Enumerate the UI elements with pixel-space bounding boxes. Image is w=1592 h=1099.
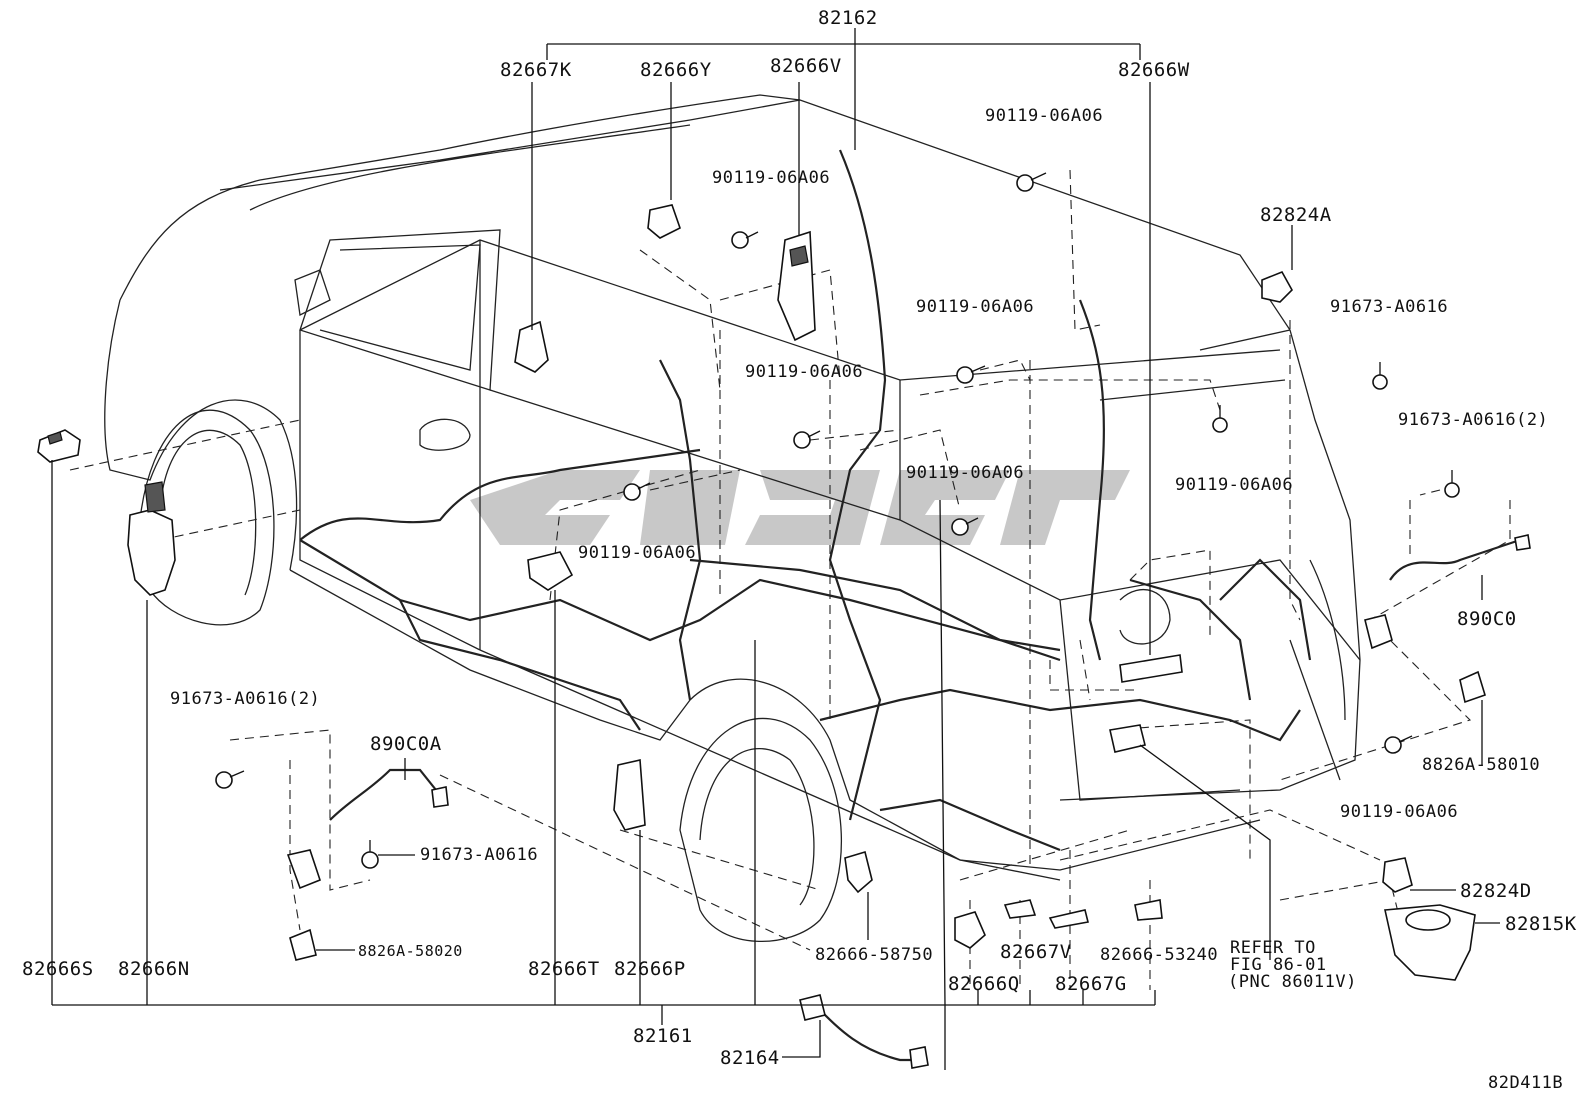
bolt-icon [623,482,651,501]
bracket-8826A-58020 [289,928,317,961]
bolt-icon [956,365,986,384]
connector-82666Q [954,911,986,949]
part-label: 82667K [500,59,572,81]
wire-harness-runs [299,149,1521,1062]
vehicle-body-outline [104,94,1361,943]
part-label: 90119-06A06 [712,168,830,188]
component-parts [37,204,1531,1069]
bracket-82666V [777,230,816,342]
screw-icon [215,770,245,789]
bolt-icon [731,231,759,249]
screw-icon [1444,470,1460,498]
harness-890C0 [1364,534,1531,650]
part-label: 82666-58750 [815,945,933,965]
watermark-logo [470,470,1130,545]
bracket-82666N [127,481,176,596]
module-82666W [1119,654,1183,683]
part-label: 8826A-58020 [358,942,463,960]
part-label: 90119-06A06 [745,362,863,382]
clip-82824A [1261,270,1293,303]
part-label: 82667G [1055,973,1127,995]
bracket-8826A-58010 [1459,670,1486,704]
screw-icon [361,840,379,869]
part-label: 82666W [1118,59,1190,81]
clip-82667K [514,320,549,373]
bolt-icon [1212,405,1228,433]
part-label: 90119-06A06 [985,106,1103,126]
part-label: 90119-06A06 [1175,475,1293,495]
part-label: 82161 [633,1025,693,1047]
part-label: 82815K [1505,913,1577,935]
clip-82667G [1048,909,1089,929]
part-label: 91673-A0616 [420,845,538,865]
part-label: 82667V [1000,941,1072,963]
bolt-icon [1384,735,1413,754]
harness-82164 [799,994,929,1069]
part-label: 82666-53240 [1100,945,1218,965]
relay-82666P [613,759,646,831]
part-label: 82666Q [948,973,1020,995]
part-label: 90119-06A06 [578,543,696,563]
harness-890C0A [286,786,449,890]
part-label: 82666Y [640,59,712,81]
part-label: 890C0A [370,733,442,755]
part-label: 82162 [818,7,878,29]
part-label: 90119-06A06 [1340,802,1458,822]
part-label: 91673-A0616 [1330,297,1448,317]
part-label: 90119-06A06 [916,297,1034,317]
leader-lines [51,28,1500,1070]
part-label: 82666V [770,55,842,77]
connector-82666S [37,429,81,463]
bolt-icon [951,517,979,536]
clip-82666-53240 [1134,899,1163,921]
part-label: 91673-A0616(2) [1398,410,1548,430]
refer-note: (PNC 86011V) [1228,972,1357,992]
clip-82666-58750 [844,850,873,894]
cover-82815K [1384,904,1476,981]
part-label: 82666S [22,958,94,980]
part-label: 82666N [118,958,190,980]
part-label: 90119-06A06 [906,463,1024,483]
refer-note: REFER TO [1230,938,1316,958]
part-label: 82824D [1460,880,1532,902]
part-label: 82666T [528,958,600,980]
refer-note: FIG 86-01 [1230,955,1327,975]
diagram-code: 82D411B [1488,1073,1563,1093]
relay-box [1109,724,1146,753]
callout-labels: 82162 82667K 82666Y 82666V 82666W 90119-… [22,7,1577,1093]
clip-82666Y [647,204,681,239]
part-label: 8826A-58010 [1422,755,1540,775]
part-label: 82824A [1260,204,1332,226]
part-label: 91673-A0616(2) [170,689,320,709]
part-label: 82666P [614,958,686,980]
clip-82666T [527,551,574,591]
clip-82824D [1382,857,1413,893]
bolt-icon [1016,172,1047,192]
part-label: 890C0 [1457,608,1517,630]
bolt-icon [793,430,821,449]
screw-icon [1372,362,1388,390]
fasteners [215,172,1460,869]
clip-82667V [1003,899,1037,919]
part-label: 82164 [720,1047,780,1069]
